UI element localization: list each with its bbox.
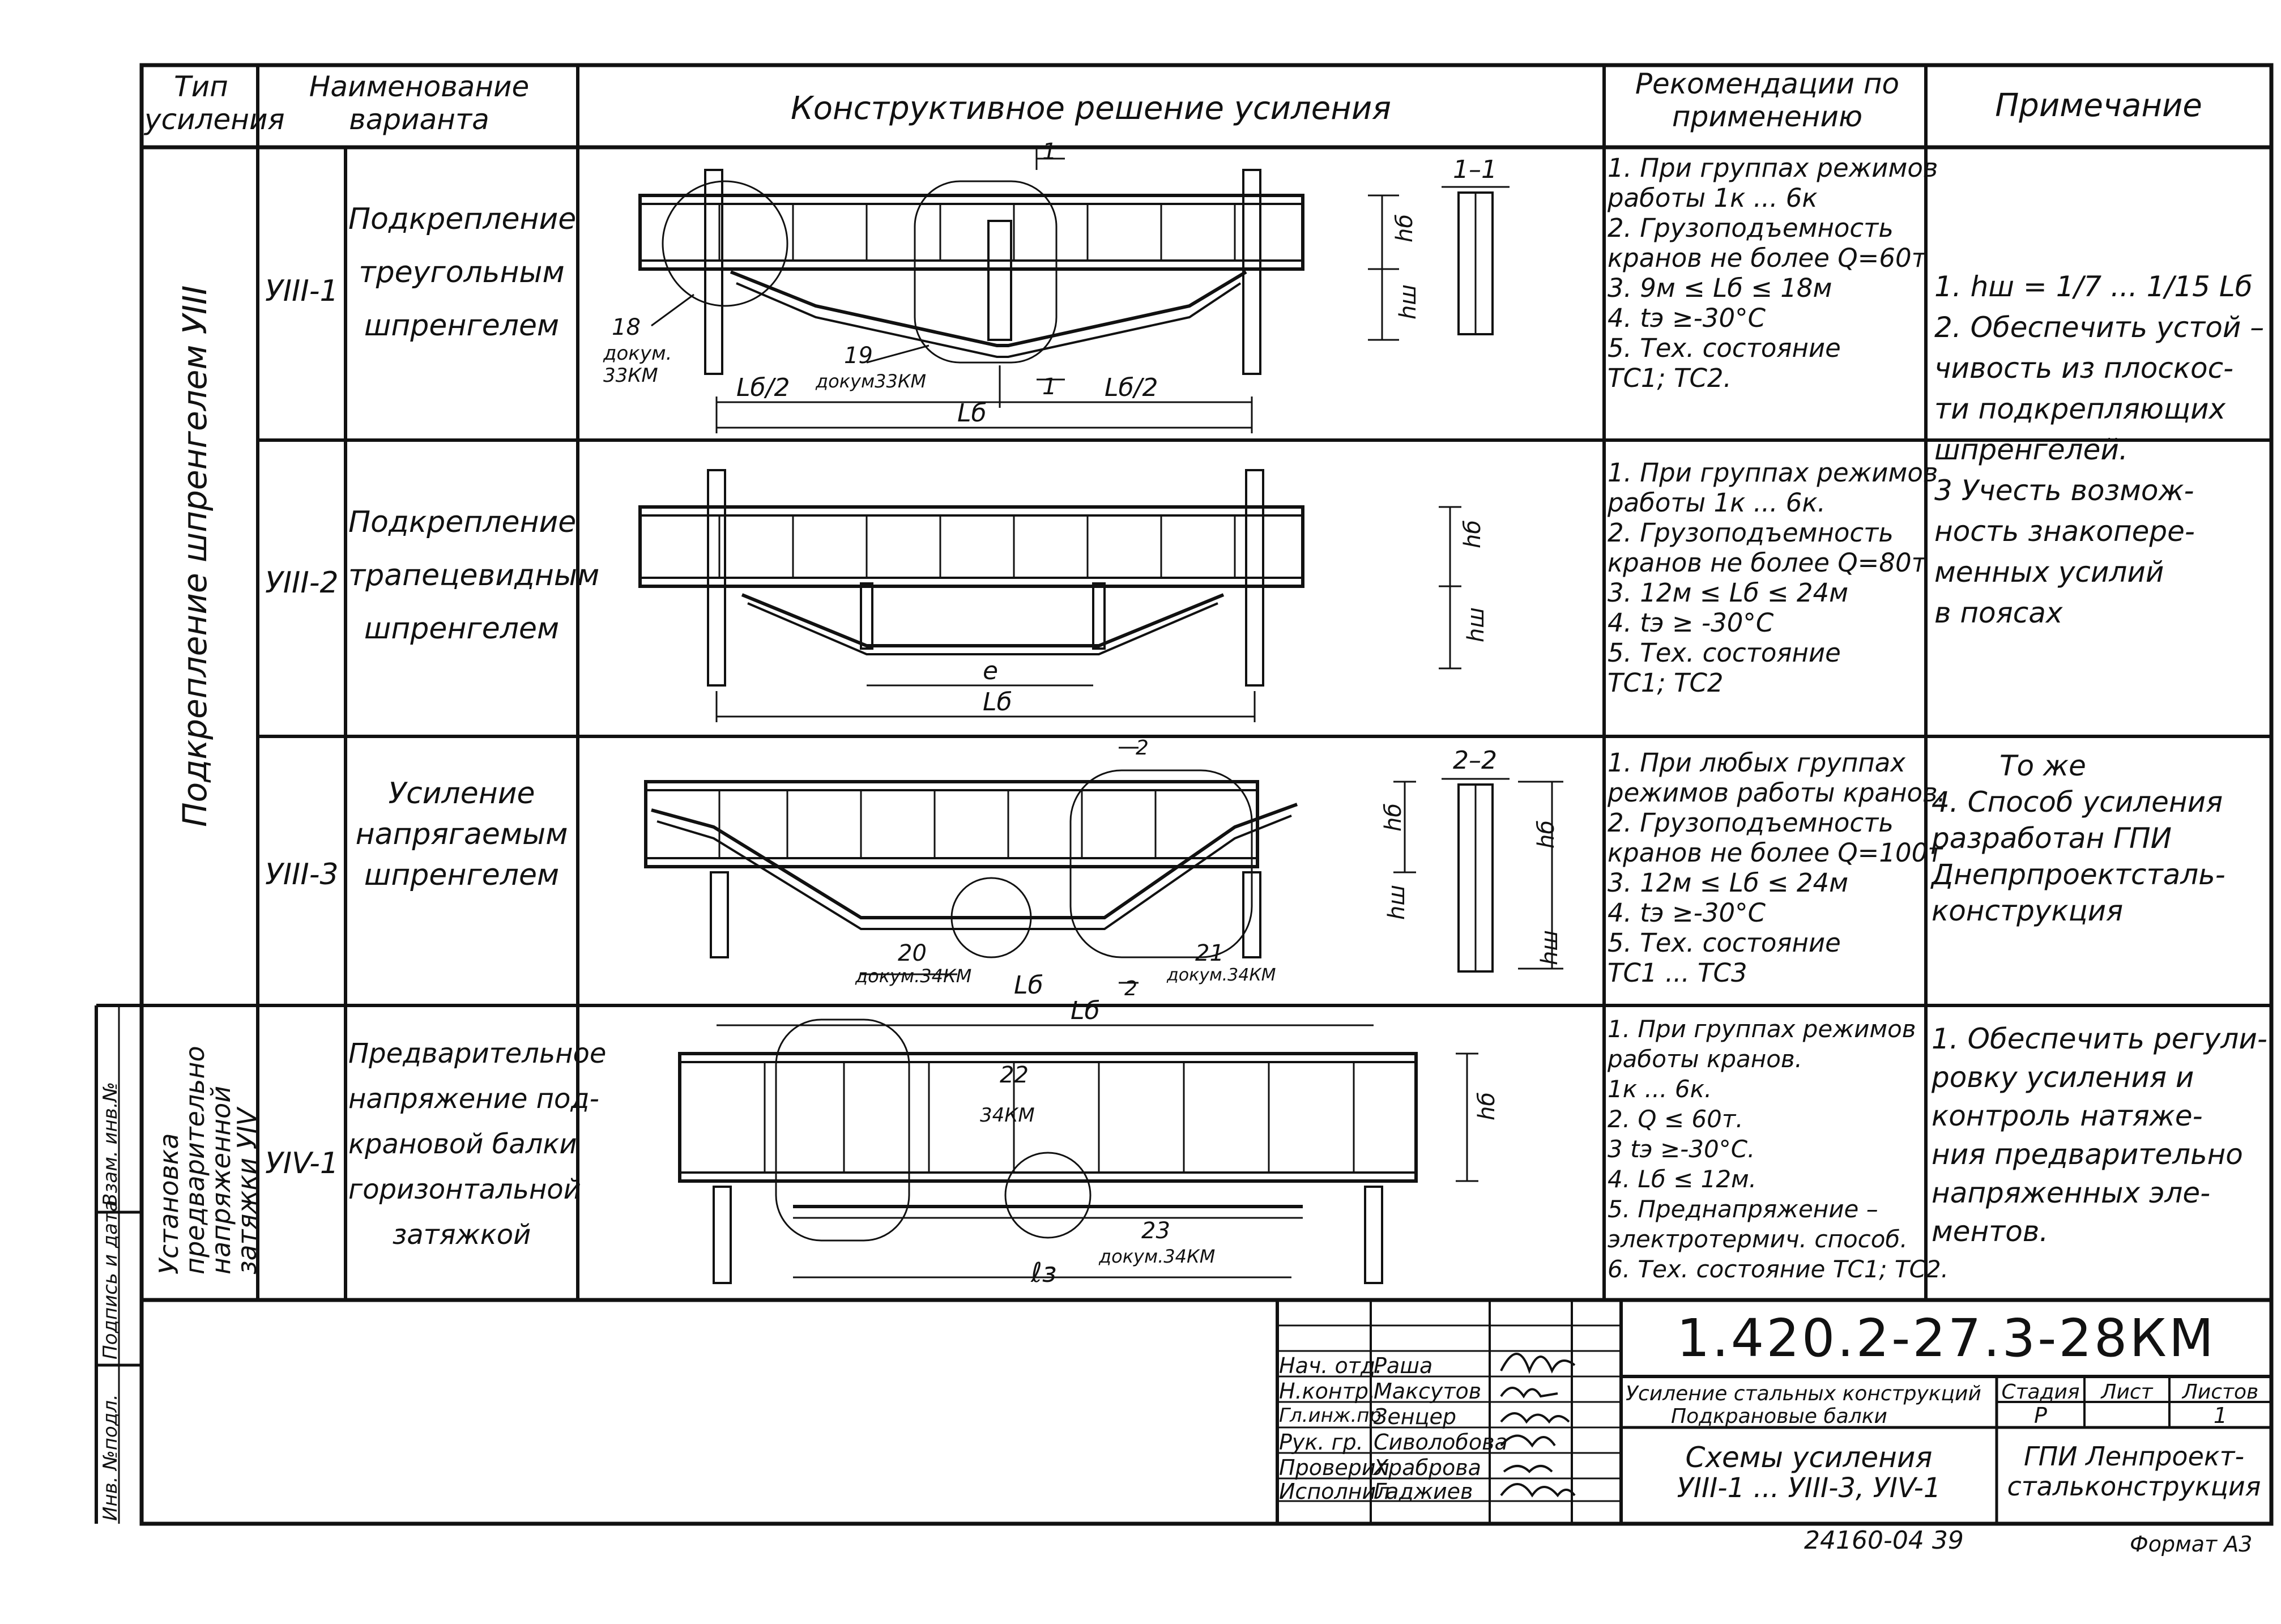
ref-number: 18 bbox=[612, 314, 641, 340]
sheet-frame bbox=[139, 63, 2274, 1526]
dim-label: Lб/2 bbox=[736, 373, 790, 402]
dim-label: hш bbox=[1536, 930, 1563, 965]
role-label: Исполнил bbox=[1279, 1479, 1390, 1504]
stage-value: Р bbox=[2034, 1403, 2047, 1428]
ref-number: 22 bbox=[1000, 1062, 1029, 1088]
cut-label: 1 bbox=[1042, 374, 1057, 400]
stamp-inv-orig: Инв. №подл. bbox=[99, 1394, 122, 1521]
person-name: Раша bbox=[1374, 1353, 1433, 1378]
drawing-row3 bbox=[644, 747, 1563, 984]
sheet-format: Формат А3 bbox=[2130, 1532, 2253, 1557]
person-name: Максутов bbox=[1374, 1379, 1482, 1404]
dim-label: ℓз bbox=[1031, 1257, 1057, 1289]
stage-header: Стадия bbox=[2001, 1380, 2080, 1404]
group-label-sprengel: Подкрепление шпренгелем УIII bbox=[176, 285, 214, 827]
group-label-tie: Установка предварительно напряженной зат… bbox=[154, 1046, 262, 1275]
ref-number: 19 bbox=[844, 343, 873, 369]
cut-label: 1 bbox=[1042, 139, 1057, 165]
archive-number: 24160-04 39 bbox=[1804, 1526, 1964, 1555]
role-label: Гл.инж.пр. bbox=[1279, 1404, 1388, 1427]
role-label: Рук. гр. bbox=[1279, 1430, 1363, 1455]
row-code: УIII-1 bbox=[265, 274, 339, 308]
header-solution: Конструктивное решение усиления bbox=[791, 90, 1391, 127]
header-type: Тип усиления bbox=[144, 70, 285, 136]
dim-label: hб bbox=[1380, 803, 1407, 832]
dim-label: hб bbox=[1533, 820, 1560, 849]
dim-label: hш bbox=[1463, 607, 1489, 642]
ref-number: 20 bbox=[898, 940, 927, 966]
cut-label: 2 bbox=[1124, 977, 1137, 1000]
role-label: Нач. отд. bbox=[1279, 1353, 1383, 1378]
ref-number: 23 bbox=[1141, 1218, 1170, 1244]
section-label: 2–2 bbox=[1453, 746, 1497, 775]
dim-label: hш bbox=[1383, 885, 1410, 920]
document-code: 1.420.2-27.3-28КМ bbox=[1677, 1308, 2216, 1369]
dim-label: Lб/2 bbox=[1105, 373, 1158, 402]
person-name: Зенцер bbox=[1374, 1404, 1456, 1429]
project-title-1: Усиление стальных конструкций bbox=[1626, 1382, 1981, 1405]
person-name: Храброва bbox=[1374, 1455, 1481, 1480]
ref-number: 21 bbox=[1195, 940, 1224, 966]
sheet-title-2: УIII-1 ... УIII-3, УIV-1 bbox=[1677, 1472, 1941, 1504]
dim-label: hш bbox=[1395, 284, 1421, 319]
dim-label: hб bbox=[1392, 214, 1418, 243]
sheet-header: Лист bbox=[2101, 1380, 2153, 1404]
sheets-header: Листов bbox=[2182, 1380, 2259, 1404]
stamp-signature-date: Подпись и дата bbox=[99, 1200, 122, 1359]
section-label: 1–1 bbox=[1453, 155, 1497, 184]
ref-doc: докум33КМ bbox=[816, 370, 927, 392]
ref-doc: 34КМ bbox=[980, 1104, 1035, 1127]
person-name: Сиволобова bbox=[1374, 1430, 1508, 1455]
row-code: УIII-3 bbox=[265, 858, 339, 892]
role-label: Н.контр. bbox=[1279, 1379, 1376, 1404]
dim-label: Lб bbox=[1014, 971, 1043, 1000]
project-title-2: Подкрановые балки bbox=[1671, 1405, 1887, 1428]
dim-label: Lб bbox=[957, 399, 987, 428]
header-note: Примечание bbox=[1995, 87, 2202, 124]
drawing-row4 bbox=[678, 1018, 1478, 1284]
cut-label: 2 bbox=[1136, 736, 1149, 760]
sheet-title-1: Схемы усиления bbox=[1685, 1441, 1933, 1474]
dim-label: hб bbox=[1474, 1092, 1500, 1121]
person-name: Гаджиев bbox=[1374, 1479, 1473, 1504]
organization-2: стальконструкция bbox=[2007, 1471, 2261, 1502]
sheets-value: 1 bbox=[2213, 1403, 2228, 1428]
header-variant-name: Наименование варианта bbox=[309, 70, 530, 136]
dim-label: hб bbox=[1460, 519, 1486, 549]
dim-label: Lб bbox=[1071, 996, 1100, 1025]
header-recommendations: Рекомендации по применению bbox=[1635, 67, 1900, 133]
dim-label: Lб bbox=[983, 688, 1012, 717]
row-code: УIV-1 bbox=[265, 1146, 339, 1180]
stamp-replacement-inv: Взам. инв.№ bbox=[99, 1081, 122, 1207]
ref-doc: докум.34КМ bbox=[1167, 965, 1276, 985]
organization-1: ГПИ Ленпроект- bbox=[2023, 1441, 2245, 1472]
ref-doc: докум.34КМ bbox=[1099, 1246, 1216, 1267]
role-label: Проверил bbox=[1279, 1455, 1389, 1480]
drawing-row2 bbox=[638, 469, 1461, 722]
dim-label: e bbox=[983, 657, 999, 685]
ref-doc: докум. 33КМ bbox=[603, 342, 672, 387]
row-code: УIII-2 bbox=[265, 566, 339, 600]
ref-doc: докум.34КМ bbox=[855, 965, 972, 987]
drawing-row1 bbox=[638, 147, 1510, 433]
